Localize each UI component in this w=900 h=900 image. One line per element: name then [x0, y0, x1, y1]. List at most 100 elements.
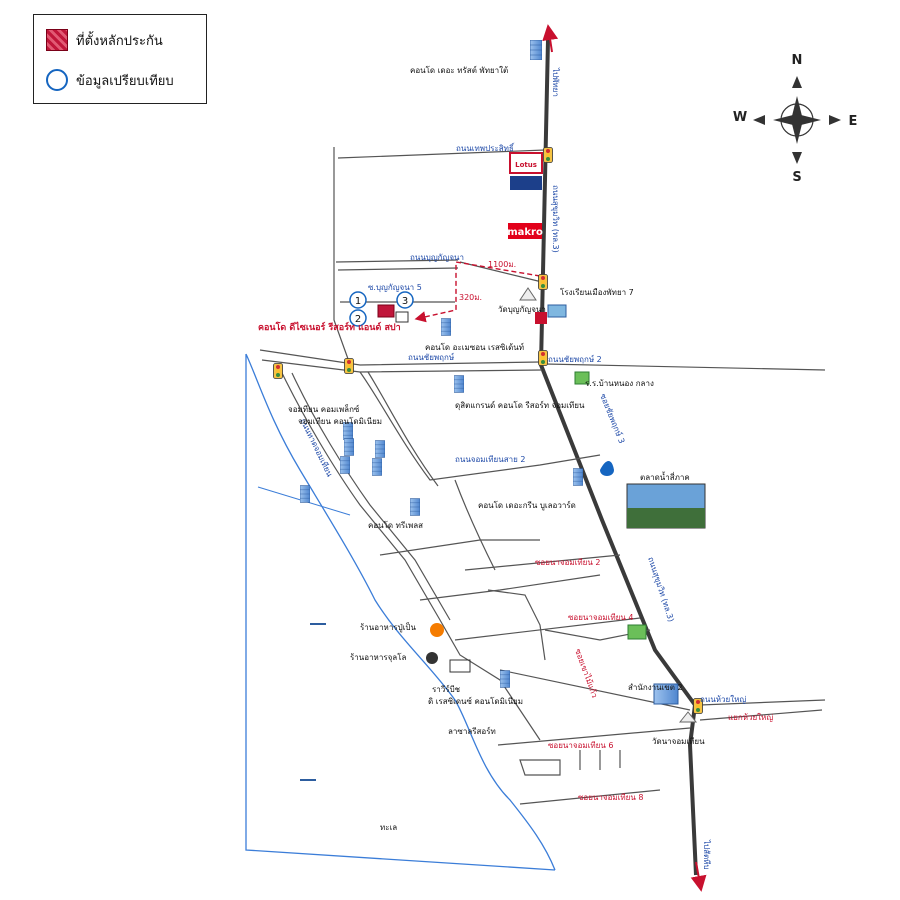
condo-building-icon	[441, 318, 451, 336]
comparable-2-label: 2	[355, 314, 361, 325]
makro-text: makro	[507, 227, 543, 238]
road-label-pattaya-north: ไปพัทยา	[551, 67, 560, 97]
condo-buildings	[300, 40, 679, 705]
makro-logo	[508, 223, 542, 239]
tesco-lotus-banner	[510, 176, 542, 190]
place-jomtien-complex: จอมทียน คอมเพล็กซ์	[288, 404, 360, 414]
distance-routes	[414, 261, 541, 323]
traffic-light-icon	[344, 358, 354, 374]
compass-s: S	[792, 170, 801, 185]
temple-icon	[519, 287, 537, 301]
road-label-sukhumvit-upper: ถนนสุขุมวิท (ทล.3)	[551, 185, 560, 253]
condo-building-icon	[372, 458, 382, 476]
road-label-to-sattahip: ไปสัตหีบ	[702, 839, 711, 870]
condo-building-icon	[530, 40, 542, 60]
place-dusit-grand: ดุสิตแกรนด์ คอนโด รีสอร์ท จอมเทียน	[455, 400, 585, 410]
compass-n: N	[792, 53, 803, 68]
place-district-office: สำนักงานเขต 2	[628, 683, 683, 692]
soi-label-khao-mai-kaew: ซอยเขาไม้แก้ว	[573, 648, 599, 699]
place-wat-jomtien: วัดนาจอมเทียน	[652, 737, 705, 746]
subject-condo-label: คอนโด ดีไซเนอร์ รีสอร์ท แอนด์ สปา	[258, 321, 401, 333]
condo-building-icon	[454, 375, 464, 393]
restaurant-icon	[430, 623, 444, 637]
legend-comparable-label: ข้อมูลเปรียบเทียบ	[76, 73, 174, 89]
road-label-sukhumvit-lower: ถนนสุขุมวิท (ทล.3)	[646, 556, 676, 623]
soi-label-jomtien4: ซอยนาจอมเทียน 4	[568, 613, 633, 622]
north-arrow-road	[542, 24, 559, 53]
road-label-thepprasit: ถนนเทพประสิทธิ์	[456, 142, 515, 153]
road-label-boonkanjana: ถนนบุญกัญจนา	[410, 253, 464, 262]
compass-w: W	[733, 110, 747, 125]
condo-building-icon	[300, 485, 310, 503]
subject-swatch-icon	[46, 29, 68, 51]
distance-320: 320ม.	[459, 293, 482, 302]
place-the-trust: คอนโด เดอะ ทรัสต์ พัทยาใต้	[410, 65, 508, 75]
legend-subject-label: ที่ตั้งหลักประกัน	[76, 33, 163, 49]
legend-box: ที่ตั้งหลักประกัน ข้อมูลเปรียบเทียบ	[33, 14, 207, 104]
floating-market-photo-ground	[627, 508, 705, 528]
soi-label-jomtien2: ซอยนาจอมเทียน 2	[535, 558, 600, 567]
comparable-circle-icon	[46, 69, 68, 91]
legend-subject-row: ที่ตั้งหลักประกัน	[46, 29, 163, 51]
road-label-chaiyapruek2: ถนนชัยพฤกษ์ 2	[548, 354, 602, 364]
restaurant-icon	[426, 652, 438, 664]
place-labels: คอนโด เดอะ ทรัสต์ พัทยาใต้ โรงเรียนเมือง…	[288, 65, 705, 832]
road-label-huai-yai: ถนนห้วยใหญ่	[700, 695, 746, 704]
place-lasalle: ลาซาลรีสอร์ท	[448, 726, 496, 736]
place-wat-boonkanjana: วัดบุญกัญจนา	[498, 305, 546, 314]
condo-building-icon	[375, 440, 385, 458]
comparable-markers: 1 2 3	[349, 291, 414, 327]
district-office-icon	[653, 683, 679, 705]
gas-station-icon	[600, 461, 614, 476]
place-the-green: คอนโด เดอะกรีน บูเลอวาร์ด	[478, 500, 576, 511]
soi-label-yeak-huai-yai: แยกห้วยใหญ่	[728, 713, 773, 722]
coastline	[245, 353, 556, 871]
road-label-chaiyapruek: ถนนชัยพฤกษ์	[408, 352, 454, 362]
place-sea: ทะเล	[380, 823, 397, 832]
place-school7: โรงเรียนเมืองพัทยา 7	[560, 287, 634, 297]
south-arrow-road	[690, 861, 707, 892]
tesco-lotus-logo	[509, 152, 543, 174]
place-ban-bang-lamung: ร.ร.บ้านหนอง กลาง	[585, 379, 654, 388]
condo-building-icon	[340, 456, 350, 474]
soi-labels: ซอยนาจอมเทียน 2 ซอยนาจอมเทียน 4 ซอยนาจอม…	[258, 321, 773, 802]
soi-label-jomtien6: ซอยนาจอมเทียน 6	[548, 741, 613, 750]
traffic-light-icon	[538, 274, 548, 290]
tesco-lotus-text: Lotus	[515, 161, 537, 169]
traffic-light-icon	[538, 350, 548, 366]
condo-building-icon	[573, 468, 583, 486]
subject-building-outline	[395, 311, 409, 323]
road-label-soi5: ซ.บุญกัญจนา 5	[368, 283, 422, 292]
condo-building-icon	[500, 670, 510, 688]
school-icon	[574, 371, 590, 385]
road-label-soi-chaiyapruek3: ซอยชัยพฤกษ์ 3	[598, 392, 627, 445]
place-view-talay: คอนโด ทรีเพลส	[368, 520, 423, 530]
place-residence-condo: ดิ เรสซิเดนซ์ คอนโดมิเนียม	[428, 696, 523, 706]
place-restaurant1: ร้านอาหารปู่เป็น	[360, 622, 417, 633]
condo-building-icon	[410, 498, 420, 516]
temple-icon	[678, 711, 698, 723]
landmark-icons: Lotus makro	[300, 152, 706, 781]
place-rawai: ราวีร์บีช	[432, 684, 461, 694]
park-icon	[627, 624, 647, 640]
place-jomtien-condo: จอมเทียน คอนโดมิเนียม	[298, 416, 382, 426]
traffic-light-icon	[543, 147, 553, 163]
place-restaurant2: ร้านอาหารจุลโล	[350, 652, 407, 662]
road-label-jomtien-beach: ถนนหาดจอมเทียน	[298, 417, 334, 479]
comparable-3-label: 3	[402, 296, 408, 307]
compass-rose: N S E W	[733, 53, 858, 185]
condo-building-icon	[344, 438, 354, 456]
place-academy: คอนโด อะเมซอน เรสซิเด้นท์	[425, 342, 524, 352]
distance-1100: 1100ม.	[488, 260, 516, 269]
building-outline-icon	[449, 659, 471, 673]
house-icon	[547, 304, 567, 318]
traffic-light-icon	[273, 363, 283, 379]
road-label-jomtien-sai2: ถนนจอมเทียนสาย 2	[455, 455, 525, 464]
compass-e: E	[849, 114, 858, 129]
school-icon	[535, 312, 547, 324]
subject-property-marker	[377, 304, 395, 318]
soi-label-jomtien8: ซอยนาจอมเทียน 8	[578, 793, 643, 802]
place-floating-market: ตลาดน้ำสี่ภาค	[640, 471, 690, 482]
comparable-1-label: 1	[355, 296, 361, 307]
